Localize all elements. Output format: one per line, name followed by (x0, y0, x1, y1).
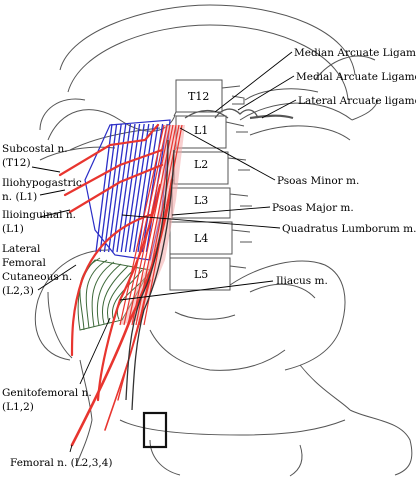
label-lateral-arcuate-ligament: Lateral Arcuate ligament (298, 95, 416, 107)
label-medial-arcuate-ligament: Medial Arcuate Ligament (296, 71, 416, 83)
label-subcostal-line2: (T12) (2, 157, 31, 169)
label-iliohypogastric-line2: n. (L1) (2, 191, 37, 203)
leader-lines (31, 51, 297, 453)
psoas-minor (125, 139, 175, 411)
label-median-arcuate-ligament: Median Arcuate Ligament (294, 47, 416, 59)
medial-arcuate-ligament (214, 108, 259, 119)
quadratus-fiber (107, 123, 127, 253)
pelvis-outline (34, 249, 413, 477)
obturator-foramen (142, 411, 168, 449)
lateral-femoral-cutaneous-nerve (70, 213, 152, 357)
quadratus-fiber (112, 123, 132, 253)
label-psoas-major: Psoas Major m. (272, 202, 354, 214)
quadratus-fiber (103, 123, 122, 253)
femoral-nerve (70, 178, 174, 447)
vertebra-label-l4: L4 (194, 232, 208, 245)
lumbar-nerves (58, 123, 174, 447)
iliacus-fiber (102, 265, 129, 325)
label-lateral-femoral-line2: Femoral (2, 257, 46, 269)
ilioinguinal-nerve (68, 163, 164, 214)
iliohypogastric-nerve (63, 148, 164, 197)
label-genitofemoral-line1: Genitofemoral n. (2, 387, 92, 399)
quadratus-fiber (128, 123, 150, 253)
iliacus-fiber (85, 259, 108, 329)
label-lateral-femoral-line4: (L2,3) (2, 285, 34, 297)
label-quadratus-lumborum: Quadratus Lumborum m. (282, 223, 416, 235)
psoas-fiber (119, 124, 165, 326)
vertebra-label-l3: L3 (194, 194, 208, 207)
label-iliacus: Iliacus m. (276, 275, 328, 287)
iliacus-fiber (91, 261, 115, 328)
iliacus-fiber (96, 263, 122, 326)
quadratus-fiber (124, 123, 145, 253)
label-ilioinguinal-line1: Ilioinguinal n. (2, 209, 76, 221)
label-lateral-femoral-line1: Lateral (2, 243, 41, 255)
vertebra-label-l5: L5 (194, 268, 208, 281)
rib-cage-outline (39, 4, 379, 161)
median-arcuate-ligament (184, 109, 229, 119)
vertebra-label-l1: L1 (194, 124, 208, 137)
quadratus-fiber (133, 123, 155, 253)
vertebra-label-l2: L2 (194, 158, 208, 171)
label-psoas-minor: Psoas Minor m. (277, 175, 359, 187)
vertebral-column (169, 79, 252, 291)
label-ilioinguinal-line2: (L1) (2, 223, 24, 235)
vertebra-label-t12: T12 (188, 90, 209, 103)
subcostal-nerve (58, 123, 160, 177)
psoas-fiber (123, 124, 168, 326)
label-femoral: Femoral n. (L2,3,4) (10, 457, 113, 469)
label-genitofemoral-line2: (L1,2) (2, 401, 34, 413)
quadratus-fiber (120, 123, 141, 253)
label-iliohypogastric-line1: Iliohypogastric (2, 177, 82, 189)
label-lateral-femoral-line3: Cutaneous n. (2, 271, 72, 283)
iliacus-fiber (107, 267, 136, 323)
psoas-fiber (131, 124, 174, 326)
label-subcostal-line1: Subcostal n. (2, 143, 68, 155)
lateral-arcuate-ligament (249, 114, 294, 120)
